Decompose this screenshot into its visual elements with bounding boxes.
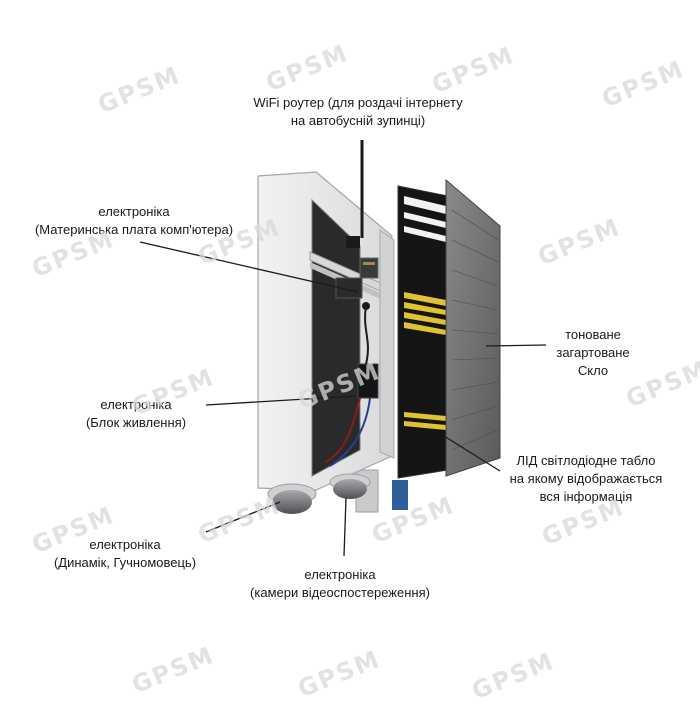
leader-lines [139,241,547,557]
camera-dome-right [329,473,371,499]
label-line: електроніка [304,567,376,582]
label-speaker: електроніка (Динамік, Гучномовець) [40,536,210,572]
label-wifi-router: WiFi роутер (для роздачі інтернету на ав… [238,94,478,130]
label-line: ЛІД світлодіодне табло [516,453,656,468]
label-line: електроніка [98,204,170,219]
label-line: електроніка [100,397,172,412]
label-line: (Материнська плата комп'ютера) [34,222,234,237]
label-power-supply: електроніка (Блок живлення) [66,396,206,432]
label-cameras: електроніка (камери відеоспостереження) [230,566,450,602]
tinted-glass [445,178,501,477]
label-line: тоноване [565,327,621,342]
power-supply [325,305,379,467]
label-line: Скло [577,363,609,378]
label-line: вся інформація [539,489,633,504]
label-line: WiFi роутер (для роздачі інтернету [253,95,463,110]
label-line: електроніка [89,537,161,552]
label-line: загартоване [556,345,630,360]
label-led-panel: ЛІД світлодіодне табло на якому відображ… [496,452,676,506]
motherboard [335,277,370,310]
housing [257,171,395,491]
led-panel [397,185,449,479]
label-line: на автобусній зупинці) [290,113,426,128]
label-line: (Блок живлення) [85,415,187,430]
camera-dome-left [267,483,317,514]
label-motherboard: електроніка (Материнська плата комп'ютер… [18,203,250,239]
label-line: (Динамік, Гучномовець) [53,555,197,570]
label-tinted-glass: тоноване загартоване Скло [548,326,638,380]
label-line: на якому відображається [509,471,663,486]
label-line: (камери відеоспостереження) [250,585,430,600]
router-device [346,140,379,279]
